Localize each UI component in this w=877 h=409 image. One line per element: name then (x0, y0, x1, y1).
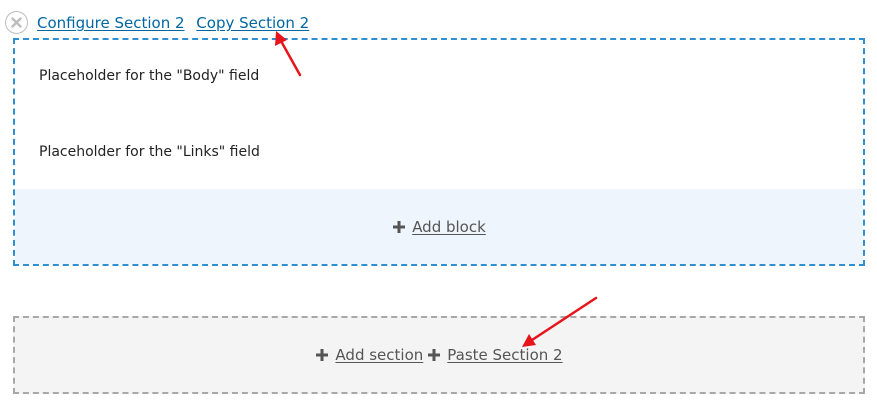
add-section-label: Add section (335, 346, 424, 364)
plus-icon (427, 348, 441, 362)
paste-section-link[interactable]: Paste Section 2 (427, 346, 563, 364)
add-section-region: Add section Paste Section 2 (13, 316, 865, 394)
add-block-region: Add block (15, 189, 863, 264)
section-actions: Configure Section 2 Copy Section 2 (37, 13, 316, 33)
plus-icon (392, 220, 406, 234)
configure-section-link[interactable]: Configure Section 2 (37, 14, 185, 32)
add-block-link[interactable]: Add block (392, 218, 486, 236)
add-section-link[interactable]: Add section (315, 346, 423, 364)
links-field-placeholder[interactable]: Placeholder for the "Links" field (39, 144, 260, 160)
plus-icon (315, 348, 329, 362)
body-field-placeholder[interactable]: Placeholder for the "Body" field (39, 68, 260, 84)
copy-section-link[interactable]: Copy Section 2 (196, 14, 310, 32)
add-block-label: Add block (412, 217, 486, 236)
close-icon (11, 17, 22, 28)
layout-section: Placeholder for the "Body" field Placeho… (13, 38, 865, 266)
remove-section-button[interactable] (5, 11, 28, 34)
paste-section-label: Paste Section 2 (447, 346, 563, 364)
